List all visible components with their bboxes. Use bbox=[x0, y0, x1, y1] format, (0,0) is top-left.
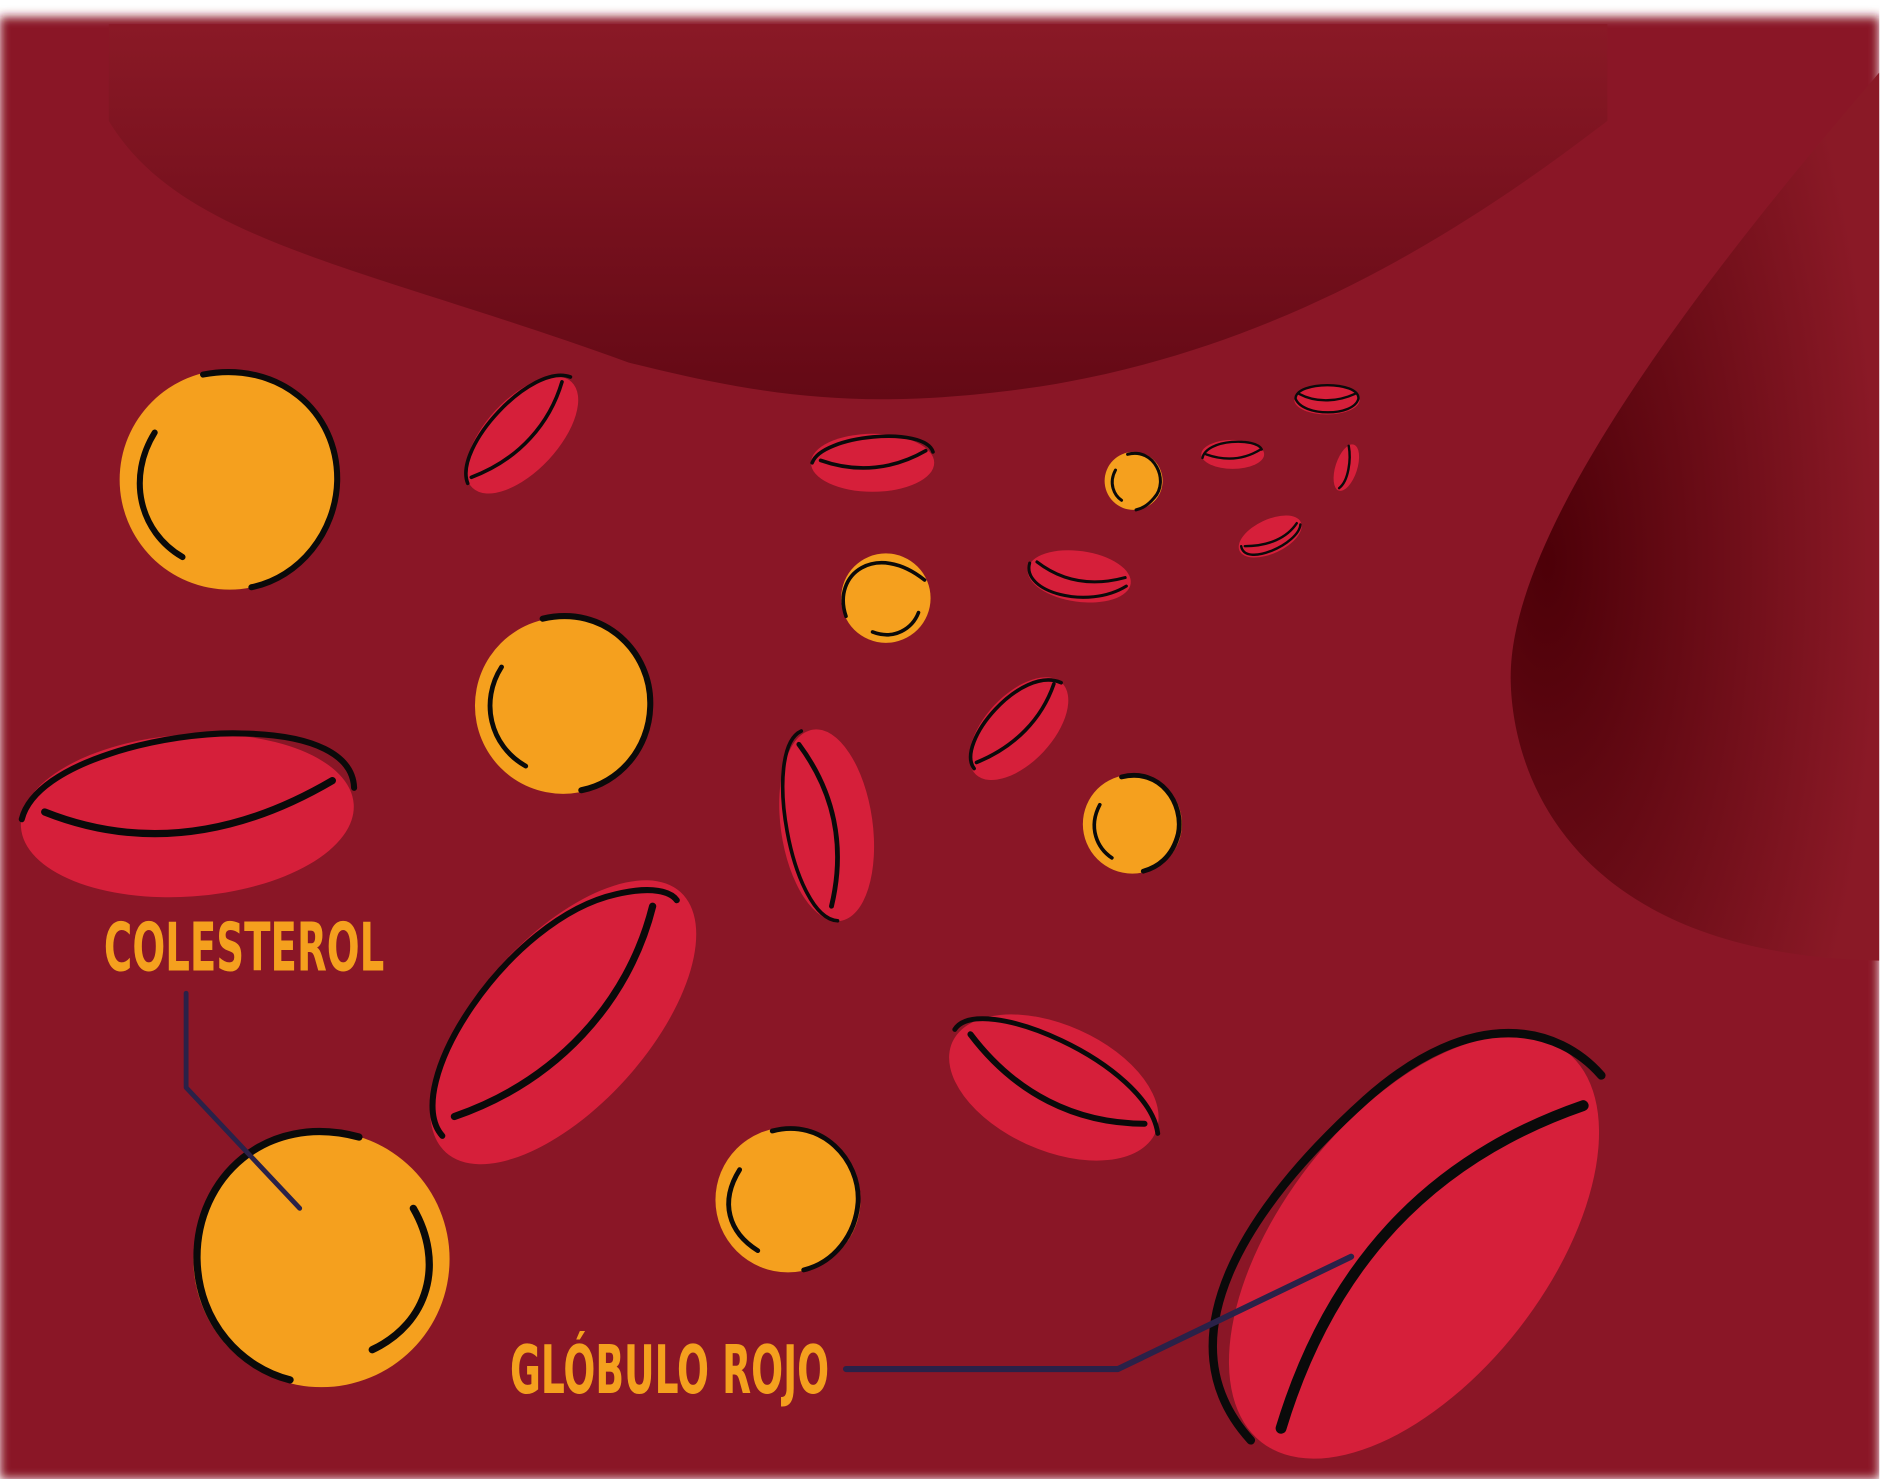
red-blood-cell-label: GLÓBULO ROJO bbox=[510, 1331, 829, 1409]
red-blood-cell bbox=[18, 730, 358, 898]
cholesterol-particles bbox=[119, 369, 1182, 1388]
red-blood-cell bbox=[1333, 444, 1360, 491]
red-blood-cell bbox=[968, 677, 1069, 781]
red-blood-cell bbox=[1201, 439, 1265, 469]
red-blood-cell bbox=[1027, 550, 1131, 603]
red-blood-cell bbox=[810, 433, 935, 492]
right-margin bbox=[1879, 0, 1895, 1479]
cholesterol-particle bbox=[715, 1126, 861, 1273]
red-blood-cell bbox=[1238, 515, 1302, 558]
red-blood-cell bbox=[949, 1014, 1161, 1161]
vessel-wall-right bbox=[1510, 72, 1880, 961]
red-blood-cell bbox=[779, 729, 875, 923]
red-blood-cell bbox=[429, 880, 697, 1165]
red-blood-cell bbox=[1208, 1028, 1606, 1459]
cholesterol-particle bbox=[474, 613, 654, 794]
cholesterol-particle bbox=[193, 1128, 450, 1388]
cholesterol-particle bbox=[841, 553, 931, 643]
cholesterol-particle bbox=[1104, 451, 1163, 512]
red-blood-cell-leader-line bbox=[842, 1253, 1355, 1373]
red-blood-cell bbox=[464, 373, 579, 494]
red-blood-cell bbox=[1294, 384, 1360, 415]
cholesterol-particle bbox=[119, 369, 341, 591]
vessel-wall-top bbox=[108, 24, 1608, 400]
cholesterol-particle bbox=[1082, 773, 1182, 874]
red-blood-cells bbox=[18, 373, 1606, 1459]
cholesterol-label: COLESTEROL bbox=[104, 908, 384, 986]
cholesterol-leader-line bbox=[183, 990, 303, 1211]
